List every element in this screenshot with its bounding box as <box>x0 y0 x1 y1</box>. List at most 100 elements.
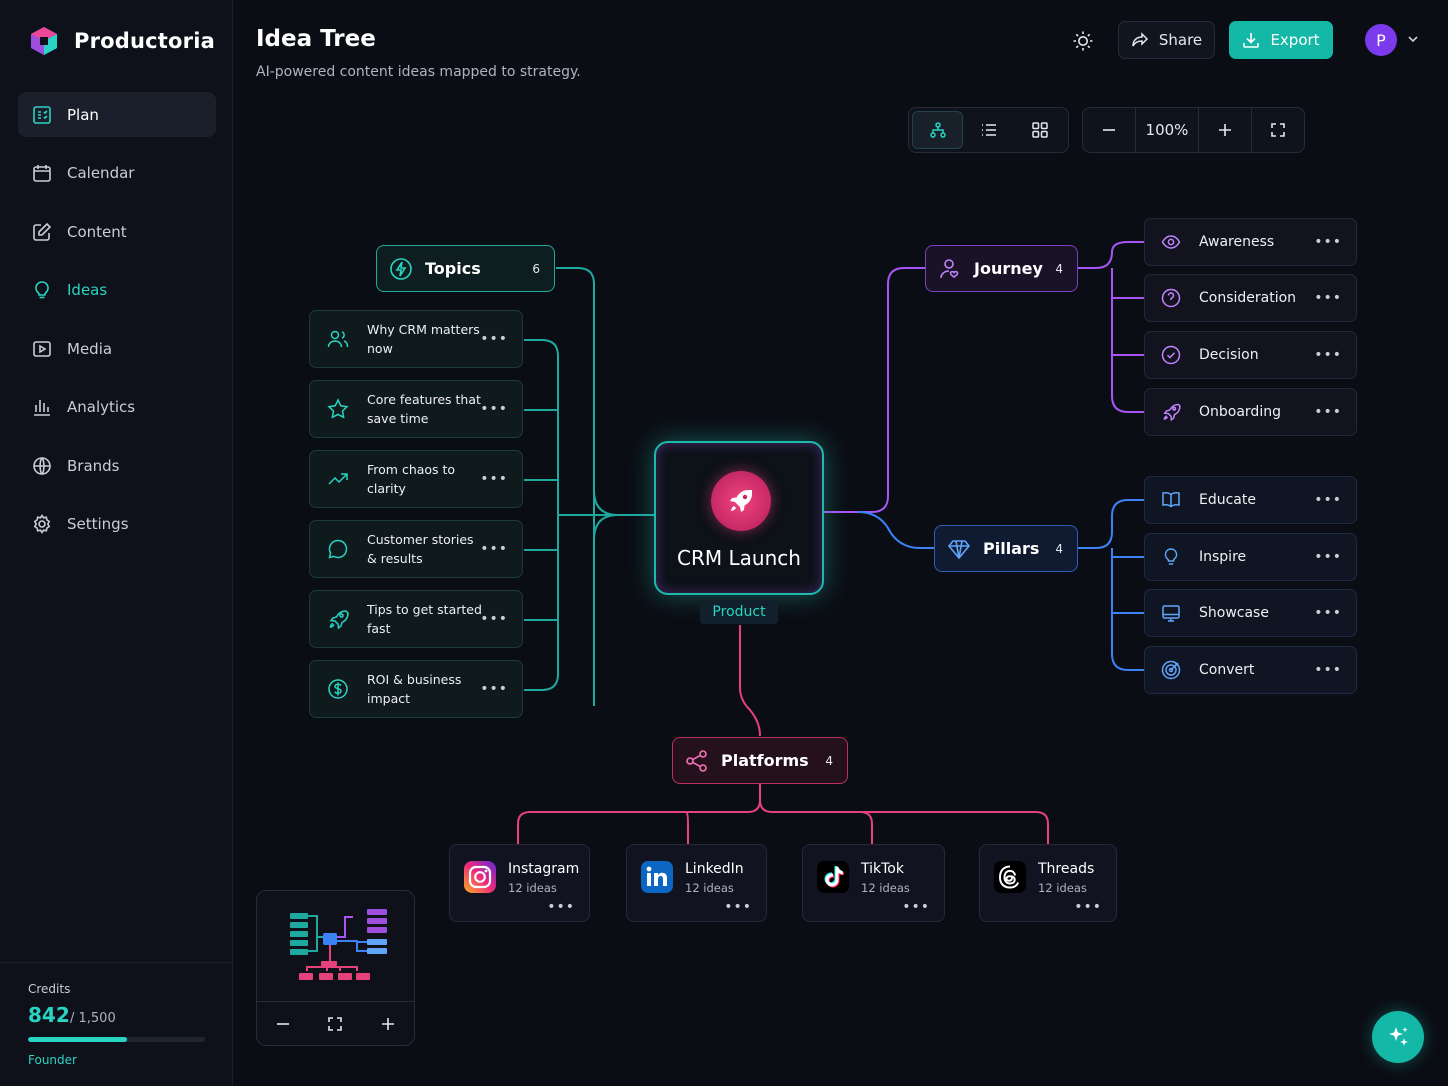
share-button[interactable]: Share <box>1118 21 1215 59</box>
platform-node-tiktok[interactable]: TikTok 12 ideas ••• <box>802 844 945 922</box>
topic-node[interactable]: ROI & business impact ••• <box>309 660 523 718</box>
plan-name[interactable]: Founder <box>28 1053 77 1067</box>
chat-icon <box>328 539 348 559</box>
sidebar-item-label: Plan <box>67 105 99 124</box>
brand[interactable]: Productoria <box>28 24 215 58</box>
eye-icon <box>1161 235 1181 249</box>
more-options-icon[interactable]: ••• <box>1314 404 1342 420</box>
platforms-group-node[interactable]: Platforms 4 <box>672 737 848 784</box>
more-options-icon[interactable]: ••• <box>1314 234 1342 250</box>
lightbulb-icon <box>1164 548 1178 565</box>
more-options-icon[interactable]: ••• <box>480 331 508 347</box>
credits-used: 842 <box>28 1003 70 1027</box>
credits-total: / 1,500 <box>70 1011 116 1026</box>
sidebar-item-ideas[interactable]: Ideas <box>18 268 216 313</box>
topic-node[interactable]: From chaos to clarity ••• <box>309 450 523 508</box>
platform-node-threads[interactable]: Threads 12 ideas ••• <box>979 844 1117 922</box>
center-node[interactable]: CRM Launch <box>654 441 824 595</box>
topic-node[interactable]: Customer stories & results ••• <box>309 520 523 578</box>
rocket-icon <box>1163 403 1181 422</box>
tree-view-button[interactable] <box>912 111 963 149</box>
instagram-icon <box>464 861 496 893</box>
more-options-icon[interactable]: ••• <box>1314 662 1342 678</box>
minimap-zoom-in-button[interactable] <box>362 1002 414 1045</box>
lightning-icon <box>390 257 412 280</box>
journey-label: Awareness <box>1199 234 1275 250</box>
sidebar-item-calendar[interactable]: Calendar <box>18 151 216 196</box>
pillar-node[interactable]: Convert ••• <box>1144 646 1357 694</box>
more-options-icon[interactable]: ••• <box>1314 290 1342 306</box>
sidebar-item-brands[interactable]: Brands <box>18 443 216 488</box>
sidebar-item-plan[interactable]: Plan <box>18 92 216 137</box>
more-options-icon[interactable]: ••• <box>480 611 508 627</box>
center-title: CRM Launch <box>677 546 801 570</box>
ai-assistant-button[interactable] <box>1372 1011 1424 1063</box>
journey-group-node[interactable]: Journey 4 <box>925 245 1078 292</box>
more-options-icon[interactable]: ••• <box>1314 492 1342 508</box>
share-icon <box>1132 32 1148 47</box>
list-view-button[interactable] <box>963 111 1014 149</box>
more-options-icon[interactable]: ••• <box>1314 347 1342 363</box>
minimap-fit-button[interactable] <box>309 1002 361 1045</box>
journey-label: Consideration <box>1199 290 1297 306</box>
sidebar: Productoria Plan Calendar Content Ideas … <box>0 0 233 1086</box>
more-options-icon[interactable]: ••• <box>547 899 575 915</box>
sidebar-item-label: Media <box>67 339 113 358</box>
monitor-icon <box>1162 605 1180 622</box>
theme-toggle-button[interactable] <box>1066 24 1100 58</box>
grid-view-button[interactable] <box>1014 111 1065 149</box>
credits-progress-bar <box>28 1037 205 1042</box>
pillars-group-node[interactable]: Pillars 4 <box>934 525 1078 572</box>
platform-node-linkedin[interactable]: LinkedIn 12 ideas ••• <box>626 844 767 922</box>
sidebar-item-label: Brands <box>67 456 120 475</box>
more-options-icon[interactable]: ••• <box>724 899 752 915</box>
more-options-icon[interactable]: ••• <box>1314 549 1342 565</box>
topic-node[interactable]: Why CRM matters now ••• <box>309 310 523 368</box>
journey-node[interactable]: Consideration ••• <box>1144 274 1357 322</box>
page-title: Idea Tree <box>256 26 376 52</box>
zoom-in-button[interactable] <box>1199 107 1251 153</box>
question-icon <box>1161 288 1181 308</box>
sidebar-item-media[interactable]: Media <box>18 326 216 371</box>
sidebar-item-label: Analytics <box>67 398 136 416</box>
minimap-zoom-out-button[interactable] <box>257 1002 309 1045</box>
platform-node-instagram[interactable]: Instagram 12 ideas ••• <box>449 844 590 922</box>
topics-group-node[interactable]: Topics 6 <box>376 245 555 292</box>
topic-label: From chaos to clarity <box>367 462 456 496</box>
pillar-node[interactable]: Educate ••• <box>1144 476 1357 524</box>
export-button[interactable]: Export <box>1229 21 1333 59</box>
topic-node[interactable]: Tips to get started fast ••• <box>309 590 523 648</box>
pillar-node[interactable]: Showcase ••• <box>1144 589 1357 637</box>
journey-node[interactable]: Decision ••• <box>1144 331 1357 379</box>
more-options-icon[interactable]: ••• <box>902 899 930 915</box>
pillar-node[interactable]: Inspire ••• <box>1144 533 1357 581</box>
journey-node[interactable]: Onboarding ••• <box>1144 388 1357 436</box>
group-count: 4 <box>825 753 833 768</box>
more-options-icon[interactable]: ••• <box>480 471 508 487</box>
more-options-icon[interactable]: ••• <box>480 541 508 557</box>
minimap-controls <box>257 1001 414 1045</box>
more-options-icon[interactable]: ••• <box>480 401 508 417</box>
sidebar-item-content[interactable]: Content <box>18 209 216 254</box>
pillar-label: Educate <box>1199 492 1256 508</box>
sidebar-item-settings[interactable]: Settings <box>18 502 216 547</box>
more-options-icon[interactable]: ••• <box>1074 899 1102 915</box>
zoom-out-button[interactable] <box>1083 107 1135 153</box>
avatar[interactable]: P <box>1365 24 1397 56</box>
more-options-icon[interactable]: ••• <box>1314 605 1342 621</box>
sidebar-item-analytics[interactable]: Analytics <box>18 385 216 430</box>
minimap[interactable] <box>256 890 415 1046</box>
platform-name: Instagram <box>508 861 580 877</box>
fit-screen-button[interactable] <box>1252 107 1304 153</box>
journey-node[interactable]: Awareness ••• <box>1144 218 1357 266</box>
chevron-down-icon[interactable] <box>1406 32 1420 46</box>
more-options-icon[interactable]: ••• <box>480 681 508 697</box>
sidebar-item-label: Settings <box>67 515 129 533</box>
rocket-icon <box>730 490 752 512</box>
plus-icon <box>381 1017 394 1030</box>
platforms-connectors <box>517 625 1049 844</box>
lightbulb-icon <box>35 281 49 299</box>
minus-icon <box>277 1022 290 1025</box>
topic-node[interactable]: Core features that save time ••• <box>309 380 523 438</box>
sidebar-item-label: Content <box>67 222 127 241</box>
